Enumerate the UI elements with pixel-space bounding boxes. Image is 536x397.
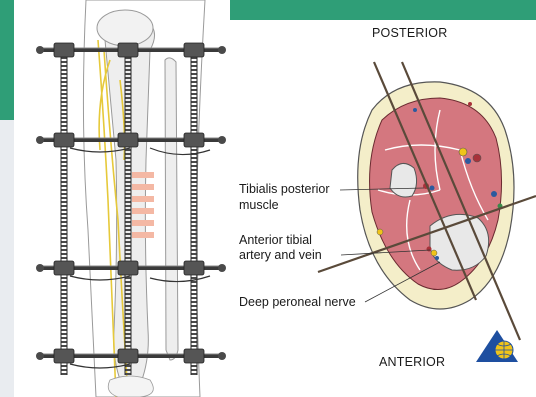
tibialis-posterior-label: Tibialis posterior — [239, 182, 330, 197]
anterior-label: ANTERIOR — [379, 355, 445, 370]
fibula-section — [390, 163, 417, 197]
anterior-tibial-label-line2: artery and vein — [239, 248, 322, 263]
anterior-tibial-label: Anterior tibial — [239, 233, 312, 248]
tibialis-posterior-label-line2: muscle — [239, 198, 279, 213]
ao-logo-icon — [476, 330, 518, 362]
posterior-label: POSTERIOR — [372, 26, 447, 41]
deep-peroneal-nerve-label: Deep peroneal nerve — [239, 295, 356, 310]
